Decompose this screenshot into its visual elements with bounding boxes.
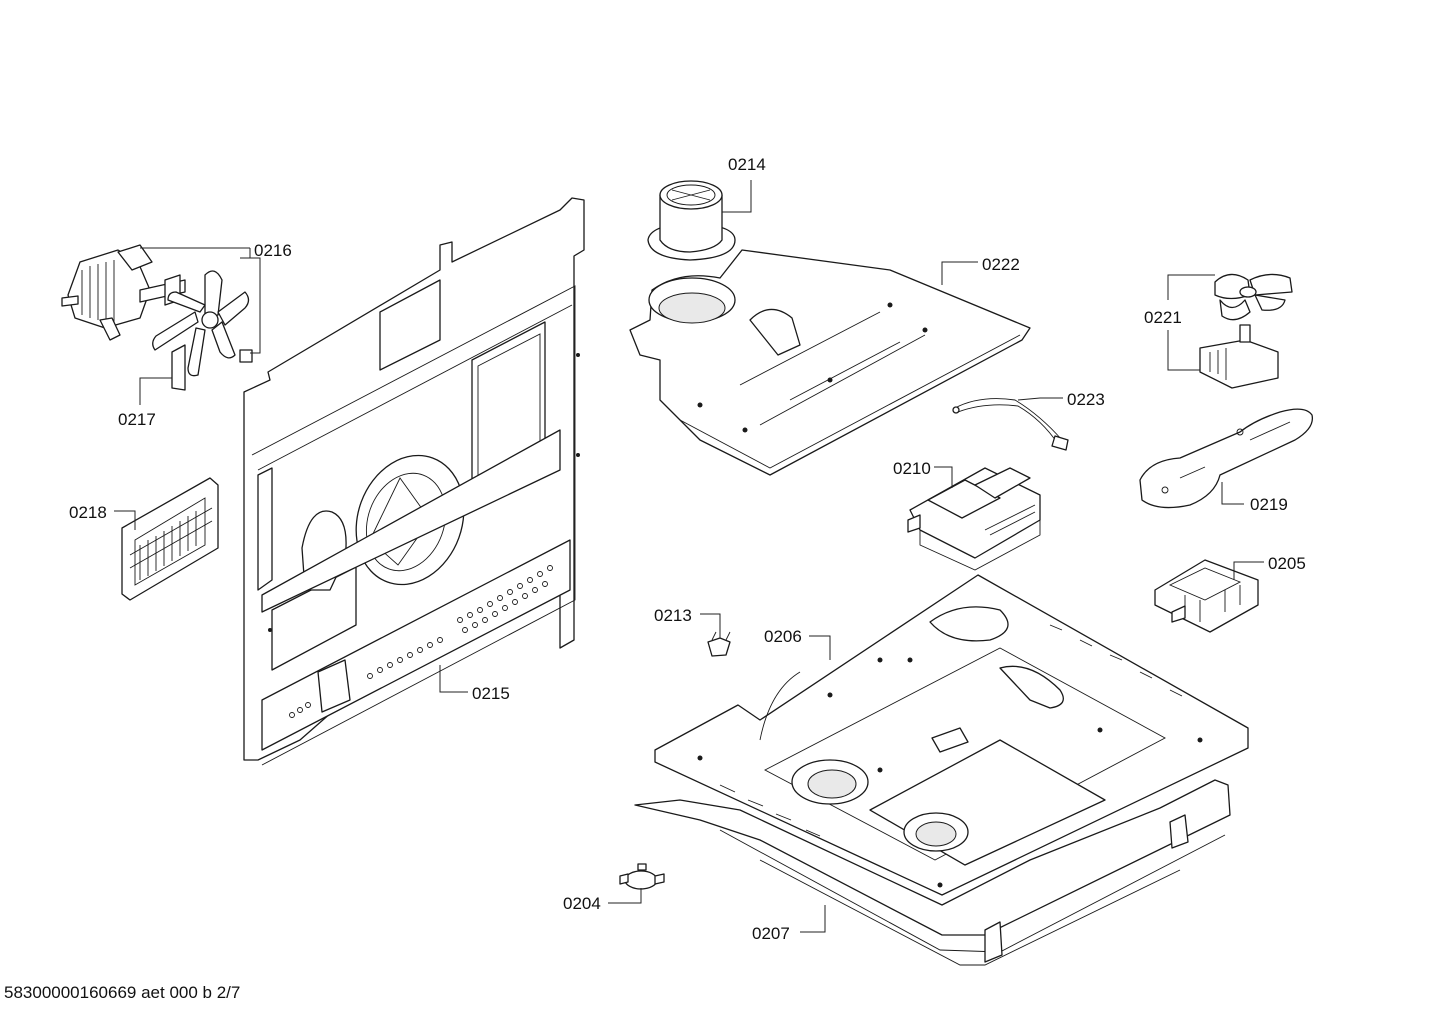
terminal-block-0205: [1154, 559, 1259, 633]
vent-holes: [289, 565, 553, 718]
label-0223: 0223: [1067, 390, 1105, 409]
base-tray-0207: [634, 779, 1231, 966]
leader-lines: [114, 180, 1264, 933]
wire-harness-0223: [952, 398, 1069, 451]
fan-blade-0217: [152, 270, 253, 391]
label-0205: 0205: [1268, 554, 1306, 573]
cooling-fan-0221: [1199, 273, 1293, 389]
electronic-module-0210: [907, 467, 1041, 571]
duct-ring-0214: [647, 180, 736, 261]
clip-0204: [619, 863, 665, 890]
slots: [719, 624, 1183, 837]
label-0204: 0204: [563, 894, 601, 913]
label-0218: 0218: [69, 503, 107, 522]
clip-0213: [707, 631, 731, 657]
label-0214: 0214: [728, 155, 766, 174]
back-panel-0215: [243, 197, 585, 766]
mounting-plate-0219: [1139, 408, 1314, 509]
label-0217: 0217: [118, 410, 156, 429]
label-0207: 0207: [752, 924, 790, 943]
drawing-reference-footer: 58300000160669 aet 000 b 2/7: [4, 983, 241, 1002]
label-0213: 0213: [654, 606, 692, 625]
label-0216: 0216: [254, 241, 292, 260]
label-0206: 0206: [764, 627, 802, 646]
label-0222: 0222: [982, 255, 1020, 274]
label-0219: 0219: [1250, 495, 1288, 514]
label-0215: 0215: [472, 684, 510, 703]
base-tray-0206: [654, 574, 1249, 896]
vent-duct-0222: [629, 249, 1031, 476]
part-labels: 0214 0216 0222 0221 0223 0217 0210 0219 …: [69, 155, 1306, 943]
fan-motor-0216: [61, 244, 186, 341]
grille-0218: [121, 477, 219, 601]
label-0221: 0221: [1144, 308, 1182, 327]
label-0210: 0210: [893, 459, 931, 478]
